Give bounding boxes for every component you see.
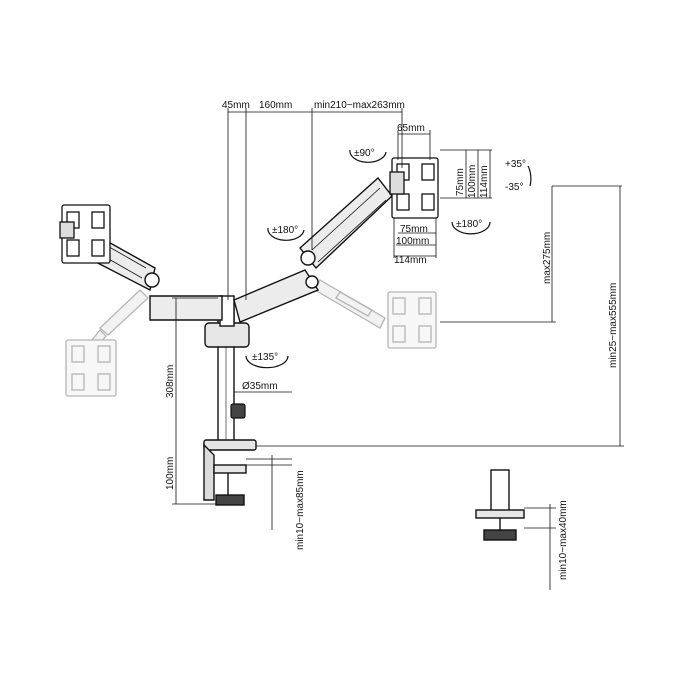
dim-grommet-range: min10~max40mm: [558, 500, 569, 580]
left-vesa-plate: [59, 204, 111, 264]
rot-90: ±90°: [354, 148, 375, 159]
cable-clip: [230, 403, 246, 419]
dim-vesa-h-75: 75mm: [400, 224, 428, 235]
ghost-left-vesa-plate: [65, 339, 117, 397]
rotation-arrows: [245, 149, 532, 369]
ghost-right-arm: [314, 279, 386, 329]
rot-tilt-up: +35°: [505, 159, 526, 170]
rot-tilt-down: -35°: [505, 182, 523, 193]
swivel-hub: [204, 295, 250, 348]
rot-180-plate: ±180°: [456, 219, 482, 230]
dim-clamp-range: min10~max85mm: [295, 470, 306, 550]
dim-vesa-v-100: 100mm: [467, 165, 478, 198]
right-arm: [233, 176, 393, 323]
right-vesa-plate: [389, 157, 439, 219]
desk-clamp: [203, 439, 257, 506]
dimension-lines: [172, 108, 624, 590]
rot-135: ±135°: [252, 352, 278, 363]
dim-clamp-100mm: 100mm: [165, 457, 176, 490]
dim-reach: min210~max263mm: [314, 100, 405, 111]
dim-max275: max275mm: [542, 232, 553, 284]
dim-45mm: 45mm: [222, 100, 250, 111]
dim-vesa-v-114: 114mm: [479, 165, 490, 198]
dim-vesa-v-75: 75mm: [455, 168, 466, 196]
dim-vesa-65mm: 65mm: [397, 123, 425, 134]
dim-160mm: 160mm: [259, 100, 292, 111]
dim-pole-diameter: Ø35mm: [242, 381, 278, 392]
dim-vesa-h-100: 100mm: [396, 236, 429, 247]
rot-180-arm: ±180°: [272, 225, 298, 236]
dim-min25-max555: min25~max555mm: [608, 283, 619, 368]
ghost-right-vesa-plate: [387, 291, 437, 349]
grommet-mount: [475, 469, 525, 541]
dim-vesa-h-114: 114mm: [394, 255, 427, 266]
dim-308mm: 308mm: [165, 365, 176, 398]
